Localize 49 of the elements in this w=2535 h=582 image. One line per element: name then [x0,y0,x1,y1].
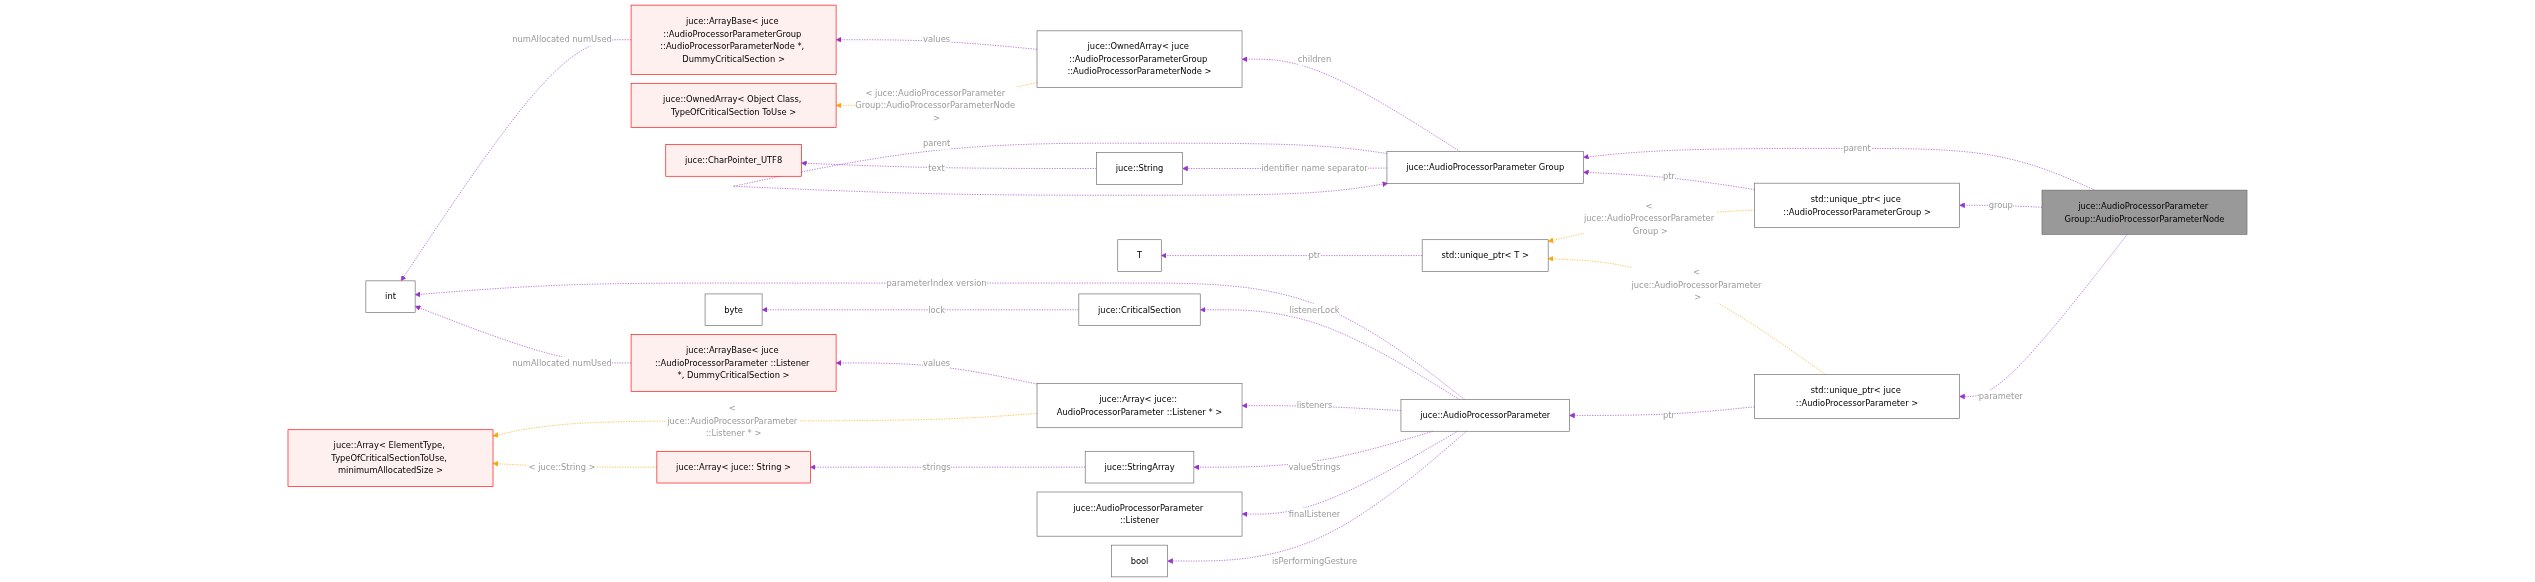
edge-label: < juce::AudioProcessorParameter ::Listener * > [667,403,798,439]
node-box: T [1117,239,1162,272]
edge-label: parameterIndex version [886,278,987,288]
node-box: juce::AudioProcessorParameter Group::AudioProcessorParameterNode [2041,189,2248,235]
edge-label: ptr [1308,250,1321,261]
edge-label: parent [922,138,951,148]
edge-label: listeners [1296,400,1333,411]
node-box: byte [704,293,763,326]
edge-label: listenerLock [1289,304,1340,315]
node-box: std::unique_ptr< T > [1421,239,1549,272]
edge-label: text [928,163,945,174]
edge-label: < juce::String > [528,462,596,472]
edge-label: numAllocated numUsed [512,34,612,45]
edge-label: valueStrings [1288,462,1341,472]
node-box: juce::String [1096,152,1183,185]
node-box: juce::StringArray [1084,451,1195,484]
node-box: juce::AudioProcessorParameter [1400,399,1570,432]
edge-label: numAllocated numUsed [512,358,612,368]
edge-label: strings [922,462,951,472]
edge-label: < juce::AudioProcessorParameter Group::AudioProcessorParameterNode > [855,87,1016,123]
edge-label: lock [928,304,945,315]
node-box: juce::CharPointer_UTF8 [665,144,802,177]
node-box: juce::OwnedArray< Object Class, TypeOfCriticalSection ToUse > [630,82,837,128]
edge-label: < juce::AudioProcessorParameter > [1631,267,1762,302]
node-box: int [365,280,416,313]
node-box: juce::ArrayBase< juce ::AudioProcessorParameter ::Listener *, DummyCriticalSection > [630,334,837,392]
edge-label: < juce::AudioProcessorParameter Group > [1584,200,1715,236]
edge-label: children [1297,54,1332,64]
node-box: std::unique_ptr< juce ::AudioProcessorParameter > [1754,374,1960,419]
node-box: juce::Array< ElementType, TypeOfCriticalSectionToUse, minimumAllocatedSize > [287,429,494,487]
node-box: juce::Array< juce:: String > [656,451,811,484]
edge-label: parent [1843,143,1871,154]
edge-label: group [1988,200,2013,210]
edge-label: identifier name separator [1261,163,1368,174]
node-box: juce::ArrayBase< juce ::AudioProcessorParameterGroup ::AudioProcessorParameterNode *, DummyCriticalSection > [630,4,837,75]
node-box: std::unique_ptr< juce ::AudioProcessorParameterGroup > [1754,182,1960,228]
node-box: juce::Array< juce:: AudioProcessorParameter ::Listener * > [1036,383,1243,429]
edge-label: isPerformingGesture [1271,556,1358,566]
edge-label: finalListener [1288,509,1341,519]
node-box: juce::AudioProcessorParameter ::Listener [1036,491,1243,537]
node-box: juce::AudioProcessorParameter Group [1386,151,1584,184]
node-box: juce::CriticalSection [1078,293,1201,326]
edge-label: values [923,358,951,368]
edge-label: ptr [1662,410,1675,421]
node-box: juce::OwnedArray< juce ::AudioProcessorParameterGroup ::AudioProcessorParameterNode > [1036,30,1243,88]
edge-label: values [923,34,951,45]
edge-label: parameter [1978,391,2023,402]
node-box: bool [1111,544,1168,578]
edge-label: ptr [1662,171,1675,181]
